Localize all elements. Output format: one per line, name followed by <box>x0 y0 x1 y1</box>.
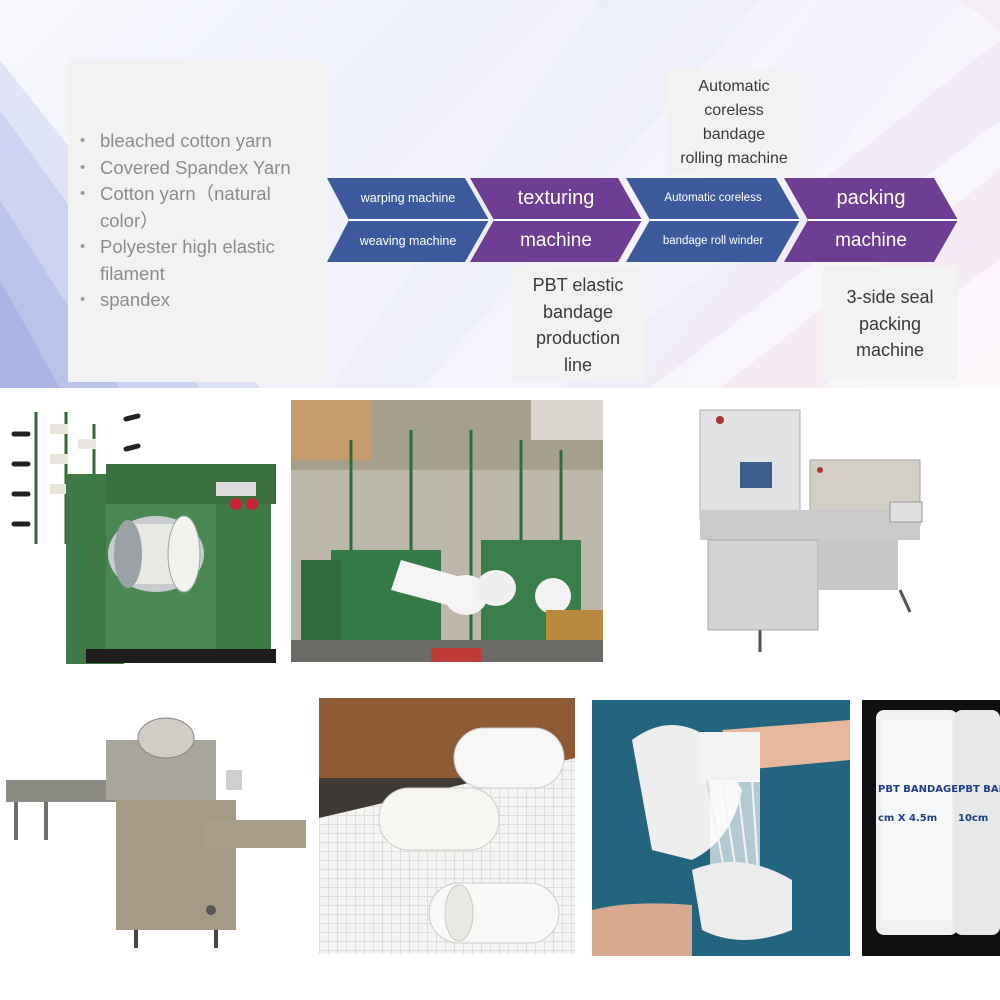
material-item: Covered Spandex Yarn <box>78 155 314 182</box>
material-item: Polyester high elastic filament <box>78 234 314 287</box>
package-size: 10cm <box>958 813 988 824</box>
warping-machine-image <box>6 394 278 676</box>
note-line: line <box>563 354 593 375</box>
material-item: Cotton yarn（natural color） <box>78 181 314 234</box>
chevron-shape <box>784 178 958 262</box>
note-line: machine <box>855 340 925 360</box>
package-label: PBT BANDAGE <box>958 784 1000 795</box>
step-bottom-label: weaving machine <box>359 234 457 248</box>
step-top-label: warping machine <box>360 191 456 205</box>
note-line: packing <box>858 313 922 334</box>
material-item: spandex <box>78 287 314 314</box>
note-coreless-rolling: Automatic coreless bandage rolling machi… <box>668 70 800 174</box>
bandage-application-image <box>592 700 850 956</box>
step-top-label: Automatic coreless <box>664 192 762 204</box>
note-line: 3-side seal <box>846 287 934 307</box>
process-banner: bleached cotton yarn Covered Spandex Yar… <box>0 0 1000 388</box>
step-top-label: packing <box>836 187 906 209</box>
note-production-line: PBT elastic bandage production line <box>512 266 644 380</box>
chevron-shape <box>327 178 489 262</box>
flow-packing-machine-image <box>6 710 308 960</box>
process-step-packing: packing machine <box>784 178 958 262</box>
step-top-label: texturing <box>517 187 595 209</box>
note-line: PBT elastic <box>532 275 624 295</box>
weaving-factory-image <box>291 400 603 662</box>
package-size: cm X 4.5m <box>878 813 937 824</box>
roll-winder-machine-image <box>620 390 994 666</box>
gauze-bandage-rolls-image <box>319 698 575 954</box>
process-step-roll-winder: Automatic coreless bandage roll winder <box>626 178 800 262</box>
note-line: bandage <box>702 126 766 143</box>
chevron-shape <box>470 178 642 262</box>
material-item: bleached cotton yarn <box>78 128 314 155</box>
note-3-side-seal: 3-side seal packing machine <box>823 266 957 380</box>
note-line: rolling machine <box>680 150 788 167</box>
process-step-texturing: texturing machine <box>470 178 642 262</box>
note-line: production <box>535 328 621 348</box>
note-line: coreless <box>704 102 764 119</box>
note-line: Automatic <box>698 78 770 95</box>
packaged-bandage-image: PBT BANDAGE PBT BANDAGE cm X 4.5m 10cm <box>862 700 1000 956</box>
package-label: PBT BANDAGE <box>878 784 958 795</box>
process-step-warping-weaving: warping machine weaving machine <box>327 178 489 262</box>
chevron-shape <box>626 178 800 262</box>
step-bottom-label: machine <box>520 230 592 251</box>
raw-materials-panel: bleached cotton yarn Covered Spandex Yar… <box>68 60 326 382</box>
note-line: bandage <box>542 301 614 322</box>
step-bottom-label: machine <box>835 230 907 251</box>
step-bottom-label: bandage roll winder <box>662 235 764 247</box>
